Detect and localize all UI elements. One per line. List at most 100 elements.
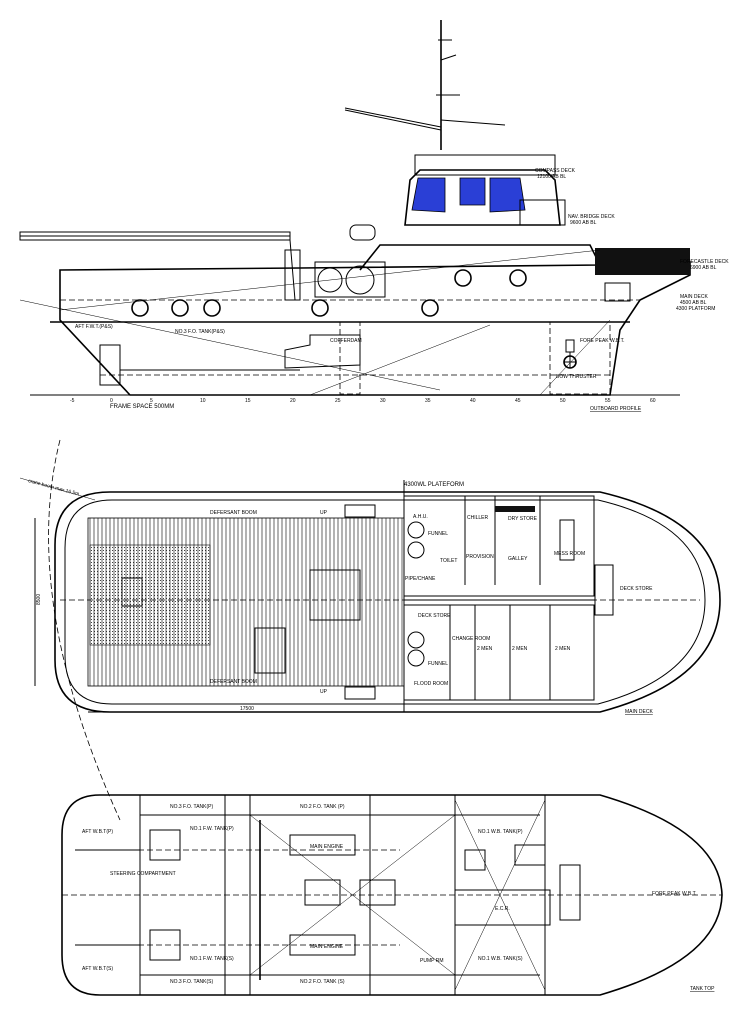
svg-text:FLOOD ROOM: FLOOD ROOM (414, 681, 448, 687)
bridge-window (459, 177, 486, 206)
svg-text:STEERING COMPARTMENT: STEERING COMPARTMENT (110, 871, 176, 877)
cofferdam-label: COFFERDAM (330, 338, 362, 344)
main-deck-plan: crane boom max.16.5m DEFERSANT BOOM DEFE… (19, 439, 721, 821)
svg-text:E.C.R.: E.C.R. (495, 906, 510, 912)
tank-top-title: TANK TOP (690, 986, 715, 992)
cargo-area (89, 544, 211, 646)
svg-text:60: 60 (650, 398, 656, 404)
nav-bridge-deck-label: NAV. BRIDGE DECK (568, 214, 615, 220)
stair-up-top: UP (320, 510, 328, 516)
main-deck-outline (54, 491, 721, 713)
svg-text:FUNNEL: FUNNEL (428, 661, 448, 667)
frame-space-label: FRAME SPACE 500MM (110, 404, 174, 410)
compass-deck-label: COMPASS DECK (535, 168, 576, 174)
wheelhouse: COMPASS DECK 12100 AB BL NAV. BRIDGE DEC… (404, 154, 615, 226)
main-engine-profile (99, 334, 361, 386)
bow-thruster: BOW THRUSTER (556, 339, 597, 380)
svg-text:5: 5 (150, 398, 153, 404)
svg-text:10: 10 (200, 398, 206, 404)
svg-text:55: 55 (605, 398, 611, 404)
svg-text:NO.2 F.O. TANK (P): NO.2 F.O. TANK (P) (300, 804, 345, 810)
towing-winch (314, 261, 386, 298)
forecastle-deck-level: 6900 AB BL (690, 265, 717, 271)
svg-text:NO.2 F.O. TANK (S): NO.2 F.O. TANK (S) (300, 979, 345, 985)
main-deck-level: 4500 AB BL (680, 300, 707, 306)
boom-label-bottom: DEFERSANT BOOM (210, 679, 257, 685)
beam-dimension: 8500 (36, 594, 42, 605)
svg-text:2 MEN: 2 MEN (512, 646, 528, 652)
crane-boom-label: crane boom max.16.5m (27, 478, 79, 497)
compass-deck-level: 12100 AB BL (537, 174, 566, 180)
deck-winch (309, 569, 361, 621)
engine-control-room (454, 889, 551, 926)
tank-top-plan: AFT W.B.T(P) AFT W.B.T(S) MAIN ENGINE MA… (61, 794, 723, 996)
outboard-profile-title: OUTBOARD PROFILE (590, 406, 642, 412)
svg-text:CHILLER: CHILLER (467, 515, 489, 521)
platform-label: 4300 PLATFORM (676, 306, 715, 312)
bridge-window (489, 177, 526, 213)
aft-tank-label: AFT F.W.T.(P&S) (75, 324, 113, 330)
fo-tank-label: NO.3 F.O. TANK(P&S) (175, 329, 225, 335)
bow-thruster-label: BOW THRUSTER (556, 374, 597, 380)
bulwark-fenders (595, 248, 690, 275)
svg-text:PIPE/CHANE: PIPE/CHANE (405, 576, 436, 582)
svg-text:DECK STORE: DECK STORE (418, 613, 451, 619)
svg-text:NO.1 F.W. TANK(S): NO.1 F.W. TANK(S) (190, 956, 234, 962)
main-engine-bottom (289, 934, 356, 956)
svg-text:35: 35 (425, 398, 431, 404)
svg-text:NO.1 W.B. TANK(S): NO.1 W.B. TANK(S) (478, 956, 523, 962)
svg-text:A.H.U.: A.H.U. (413, 514, 428, 520)
crane (19, 231, 301, 301)
svg-text:MESS ROOM: MESS ROOM (554, 551, 585, 557)
main-deck-label: MAIN DECK (680, 294, 708, 300)
svg-text:NO.3 F.O. TANK(P): NO.3 F.O. TANK(P) (170, 804, 213, 810)
main-engine-top (289, 834, 356, 856)
svg-text:0: 0 (110, 398, 113, 404)
svg-text:30: 30 (380, 398, 386, 404)
svg-text:2 MEN: 2 MEN (555, 646, 571, 652)
tank-top-outline (61, 794, 723, 996)
svg-text:AFT W.B.T(P): AFT W.B.T(P) (82, 829, 113, 835)
svg-text:15: 15 (245, 398, 251, 404)
stair-up-bottom: UP (320, 689, 328, 695)
nav-bridge-deck-level: 9600 AB BL (570, 220, 597, 226)
tyre-fenders (131, 269, 527, 317)
svg-text:DRY STORE: DRY STORE (508, 516, 538, 522)
forepeak-label: FORE PEAK W.B.T. (580, 338, 624, 344)
svg-text:25: 25 (335, 398, 341, 404)
svg-text:AFT W.B.T(S): AFT W.B.T(S) (82, 966, 113, 972)
svg-text:40: 40 (470, 398, 476, 404)
svg-text:45: 45 (515, 398, 521, 404)
svg-text:NO.3 F.O. TANK(S): NO.3 F.O. TANK(S) (170, 979, 213, 985)
frame-tick-labels: -5 0 5 10 15 20 25 30 35 40 45 50 55 60 (70, 398, 656, 404)
svg-text:FUNNEL: FUNNEL (428, 531, 448, 537)
outboard-profile: COMPASS DECK 12100 AB BL NAV. BRIDGE DEC… (19, 20, 729, 412)
svg-text:50: 50 (560, 398, 566, 404)
mast (344, 20, 506, 150)
svg-text:20: 20 (290, 398, 296, 404)
logo-emblem (604, 282, 631, 302)
boom-label-top: DEFERSANT BOOM (210, 510, 257, 516)
accommodation-block: A.H.U. CHILLER DRY STORE PROVISION GALLE… (403, 480, 653, 712)
forecastle-deck-label: FORECASTLE DECK (680, 259, 729, 265)
bridge-window (411, 177, 446, 213)
svg-text:GALLEY: GALLEY (508, 556, 528, 562)
main-deck-title: MAIN DECK (625, 709, 653, 715)
svg-text:PUMP RM: PUMP RM (420, 958, 444, 964)
svg-text:DECK STORE: DECK STORE (620, 586, 653, 592)
svg-text:NO.1 F.W. TANK(P): NO.1 F.W. TANK(P) (190, 826, 234, 832)
svg-text:MAIN ENGINE: MAIN ENGINE (310, 844, 344, 850)
svg-text:MAIN ENGINE: MAIN ENGINE (310, 944, 344, 950)
svg-text:PROVISION: PROVISION (466, 554, 494, 560)
svg-text:-5: -5 (70, 398, 75, 404)
hull-profile (19, 248, 691, 396)
svg-text:NO.1 W.B. TANK(P): NO.1 W.B. TANK(P) (478, 829, 523, 835)
platform-label: 4300WL PLATEFORM (404, 482, 464, 488)
svg-text:CHANGE ROOM: CHANGE ROOM (452, 636, 490, 642)
svg-text:FORE PEAK W.B.T.: FORE PEAK W.B.T. (652, 891, 696, 897)
bow-thruster-motor (565, 339, 575, 353)
svg-text:TOILET: TOILET (440, 558, 457, 564)
length-dimension: 17500 (240, 706, 254, 712)
svg-text:2 MEN: 2 MEN (477, 646, 493, 652)
